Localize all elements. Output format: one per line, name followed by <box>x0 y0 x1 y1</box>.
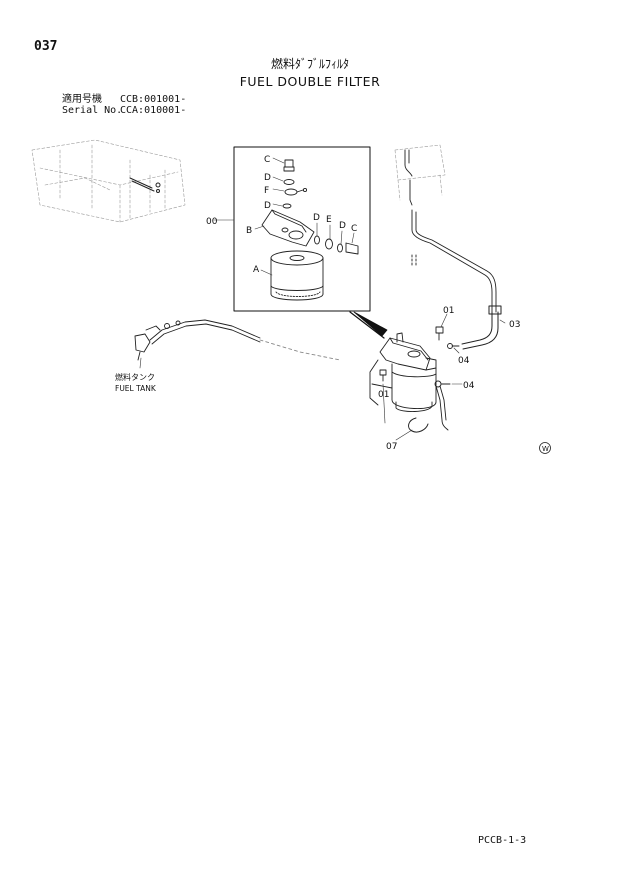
detail-pointer-arrow <box>353 311 388 337</box>
serial-value-1: CCB:001001- <box>120 94 187 105</box>
detail-parts <box>261 159 359 301</box>
hose-03 <box>461 305 502 350</box>
filter-assembly <box>369 332 449 431</box>
callout-bolt-upper: 01 <box>443 306 454 316</box>
fuel-tank-label-en: FUEL TANK <box>115 384 157 393</box>
variant-mark-letter: W <box>542 445 549 453</box>
clamps-04 <box>434 343 460 388</box>
detail-label-d-2: D <box>264 201 271 211</box>
page-number: 037 <box>34 39 58 54</box>
callout-bolt-lower: 01 <box>378 390 389 400</box>
engine-frame-ghost <box>394 144 446 201</box>
machine-frame-ghost <box>31 139 186 223</box>
fuel-hose-top <box>404 149 497 313</box>
variant-mark-circle <box>539 442 551 454</box>
detail-label-a: A <box>253 265 260 275</box>
fuel-tank-label-jp: 燃料タンク <box>115 372 155 382</box>
detail-box <box>233 146 371 312</box>
detail-label-c-2: C <box>351 224 357 234</box>
callout-assembly: 00 <box>206 217 218 227</box>
serial-label-jp: 適用号機 <box>62 94 102 105</box>
callout-clamp-lower: 04 <box>463 381 475 391</box>
fuel-line-fitting-topleft <box>129 177 161 193</box>
tank-line <box>134 319 341 361</box>
footer-code: PCCB-1-3 <box>478 835 527 846</box>
title-japanese: 燃料ﾀﾞﾌﾞﾙﾌｨﾙﾀ <box>270 57 349 71</box>
callout-leaders <box>139 313 506 441</box>
detail-label-c-1: C <box>264 155 270 165</box>
detail-label-d-1: D <box>264 173 271 183</box>
detail-label-d-4: D <box>339 221 346 231</box>
detail-label-e: E <box>326 215 332 225</box>
serial-value-2: CCA:010001- <box>120 105 187 116</box>
band-07 <box>408 417 429 433</box>
bolts-01 <box>379 326 444 382</box>
detail-leaders <box>213 157 355 276</box>
detail-label-f: F <box>264 186 269 196</box>
title-english: FUEL DOUBLE FILTER <box>239 74 381 89</box>
serial-label-en: Serial No. <box>62 105 123 116</box>
callout-band: 07 <box>386 442 397 452</box>
callout-clamp-upper: 04 <box>458 356 470 366</box>
callout-hose: 03 <box>509 320 520 330</box>
detail-label-b: B <box>246 226 252 236</box>
detail-label-d-3: D <box>313 213 320 223</box>
